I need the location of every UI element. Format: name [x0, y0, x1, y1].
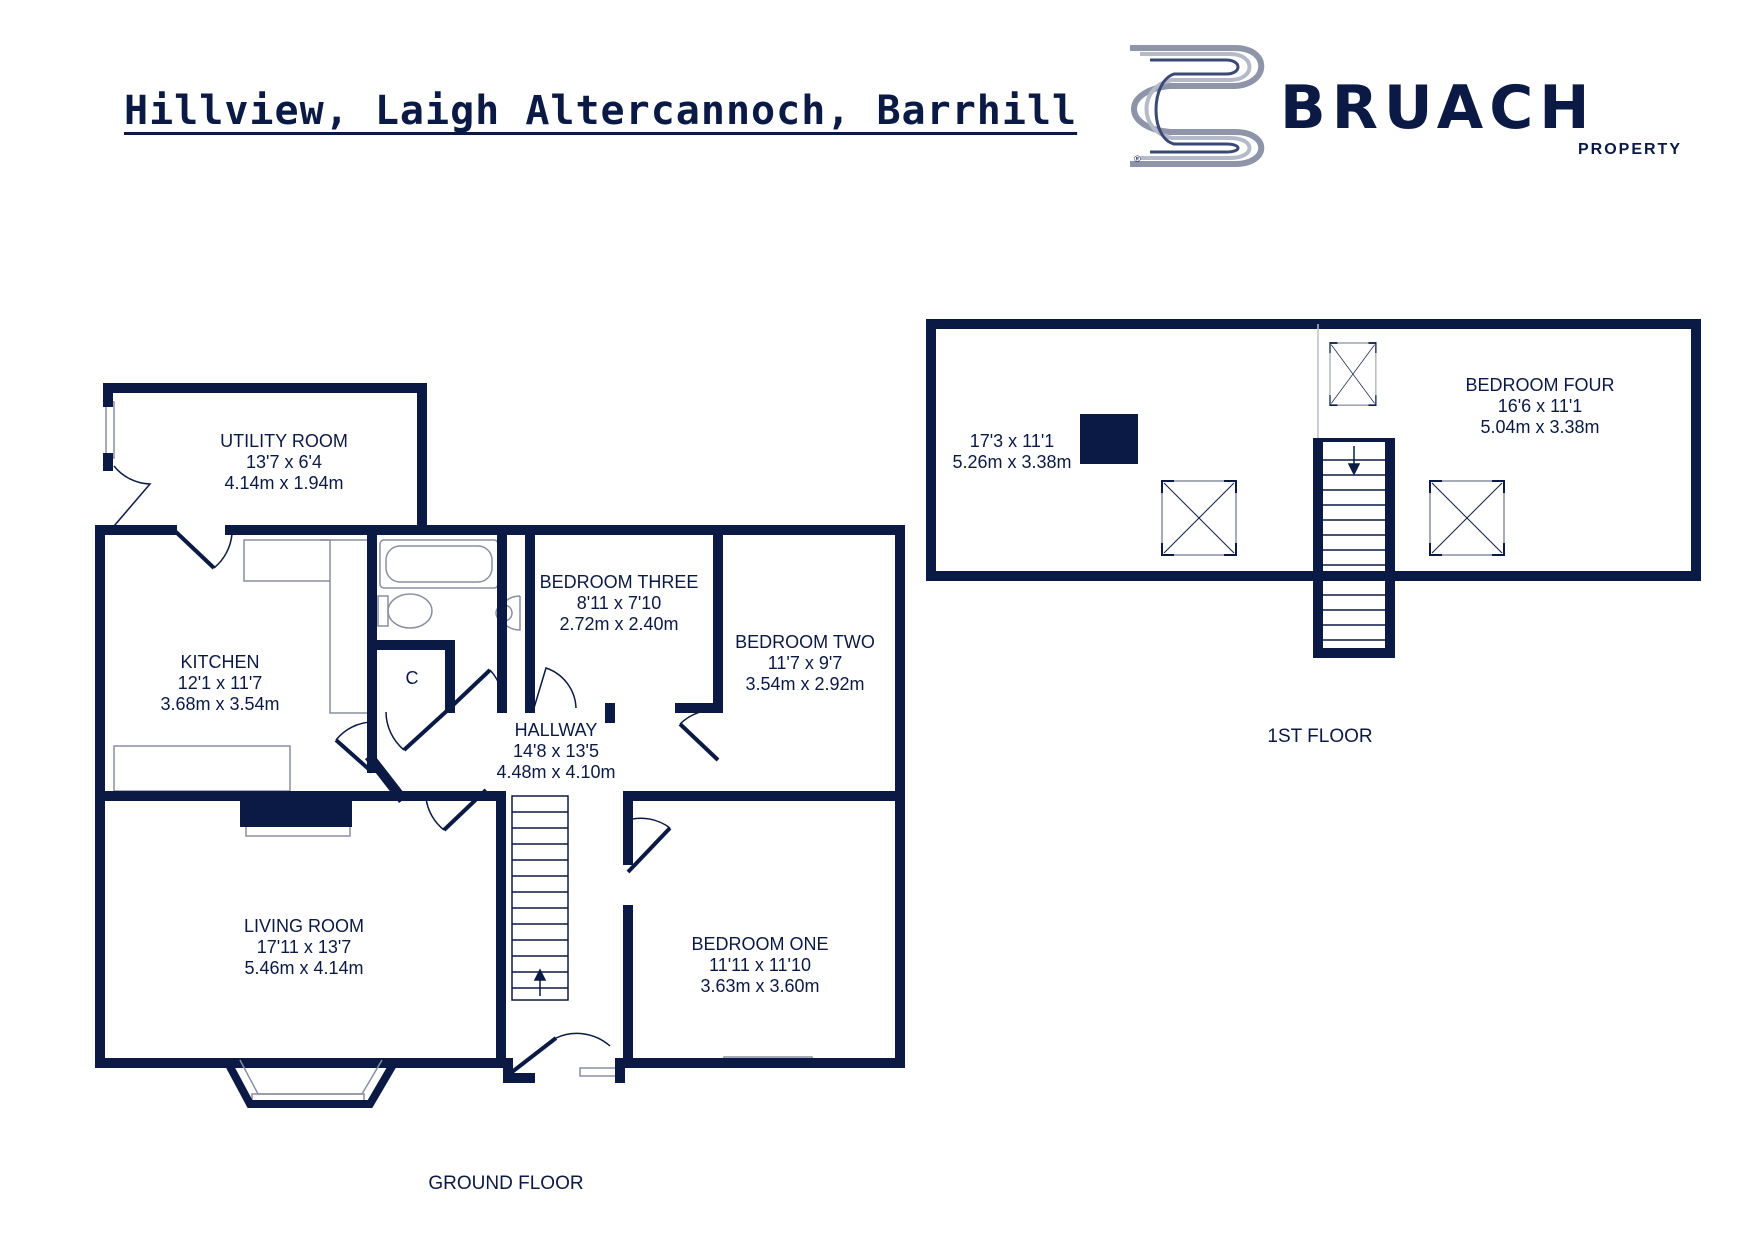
attic-metric: 5.26m x 3.38m — [952, 452, 1071, 472]
kitchen-worktop-icon — [243, 539, 331, 582]
kitchen-metric: 3.68m x 3.54m — [160, 694, 279, 714]
ground-floor-label: GROUND FLOOR — [428, 1173, 583, 1194]
first-stairs — [1323, 446, 1385, 641]
bedroom-two-metric: 3.54m x 2.92m — [745, 674, 864, 694]
first-floor: 17'3 x 11'1 5.26m x 3.38m BEDROOM FOUR 1… — [926, 319, 1701, 747]
hallway-name: HALLWAY — [515, 720, 598, 740]
cupboard-label: C — [406, 668, 419, 688]
hearth-icon — [245, 825, 351, 837]
hallway-imperial: 14'8 x 13'5 — [513, 741, 599, 761]
kitchen-name: KITCHEN — [180, 652, 259, 672]
living-room-metric: 5.46m x 4.14m — [244, 958, 363, 978]
bedroom-two-imperial: 11'7 x 9'7 — [768, 653, 843, 673]
hallway-metric: 4.48m x 4.10m — [496, 762, 615, 782]
bedroom-four-imperial: 16'6 x 11'1 — [1498, 396, 1583, 416]
first-floor-label: 1ST FLOOR — [1267, 726, 1372, 747]
living-room-name: LIVING ROOM — [244, 916, 364, 936]
skylight-icon — [1329, 342, 1377, 407]
bedroom-two-name: BEDROOM TWO — [735, 632, 875, 652]
brand-name: BRUACH — [1280, 73, 1596, 143]
page-title: Hillview, Laigh Altercannoch, Barrhill — [124, 88, 1078, 134]
brand-tagline: PROPERTY — [1578, 141, 1682, 158]
toilet-icon — [387, 593, 433, 629]
bedroom-one-metric: 3.63m x 3.60m — [700, 976, 819, 996]
bedroom-four-metric: 5.04m x 3.38m — [1480, 417, 1599, 437]
doors — [113, 465, 721, 1074]
registered-mark: ® — [1134, 154, 1141, 164]
kitchen-imperial: 12'1 x 11'7 — [178, 673, 263, 693]
utility-room-name: UTILITY ROOM — [220, 431, 348, 451]
utility-room-metric: 4.14m x 1.94m — [224, 473, 343, 493]
bedroom-three-name: BEDROOM THREE — [540, 572, 699, 592]
toilet-cistern-icon — [377, 595, 389, 627]
bath-icon — [379, 539, 499, 589]
bedroom-three-metric: 2.72m x 2.40m — [559, 614, 678, 634]
bedroom-one-name: BEDROOM ONE — [691, 934, 828, 954]
kitchen-side-worktop-icon — [320, 539, 371, 714]
ground-floor: UTILITY ROOM 13'7 x 6'4 4.14m x 1.94m KI… — [95, 383, 905, 1194]
first-room-labels: 17'3 x 11'1 5.26m x 3.38m BEDROOM FOUR 1… — [952, 375, 1614, 747]
skylight-icon — [1161, 480, 1237, 556]
skylight-icon — [1429, 480, 1505, 556]
bruach-logo: ® BRUACH PROPERTY — [1130, 45, 1682, 167]
ground-room-labels: UTILITY ROOM 13'7 x 6'4 4.14m x 1.94m KI… — [160, 431, 874, 1194]
chimney-icon — [1080, 414, 1138, 464]
fireplace-icon — [240, 797, 352, 827]
living-room-imperial: 17'11 x 13'7 — [257, 937, 352, 957]
swirl-logo-icon — [1130, 45, 1265, 167]
kitchen-counter-icon — [113, 745, 291, 792]
attic-imperial: 17'3 x 11'1 — [970, 431, 1055, 451]
walls — [95, 383, 905, 1083]
bedroom-one-imperial: 11'11 x 11'10 — [709, 955, 811, 975]
utility-room-imperial: 13'7 x 6'4 — [246, 452, 322, 472]
bedroom-four-name: BEDROOM FOUR — [1465, 375, 1614, 395]
bay-window — [224, 1059, 398, 1108]
ground-stairs — [511, 795, 569, 1001]
bedroom-three-imperial: 8'11 x 7'10 — [577, 593, 662, 613]
